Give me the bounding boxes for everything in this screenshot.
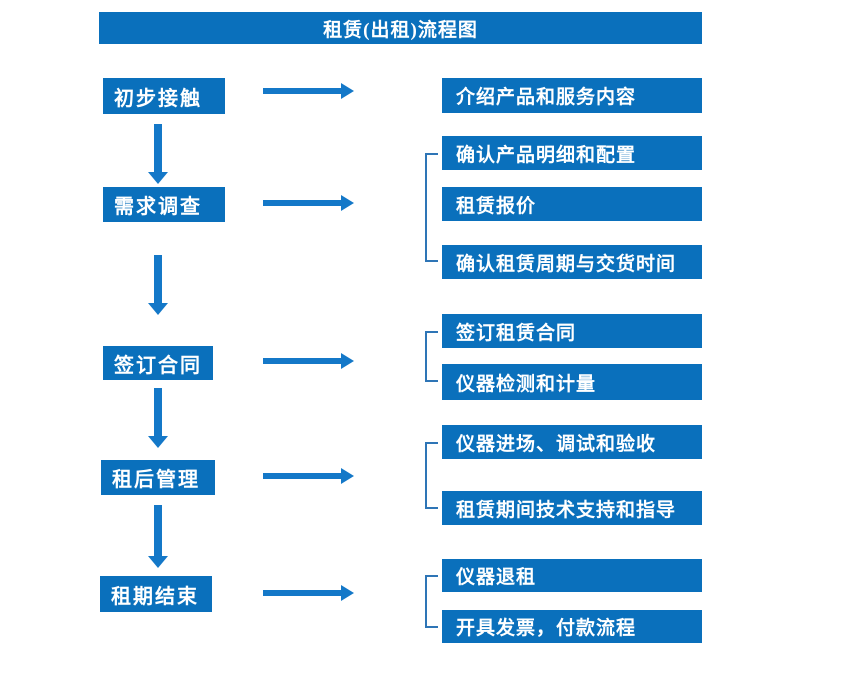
output-label: 签订租赁合同 (456, 322, 577, 344)
output-label: 开具发票，付款流程 (456, 618, 637, 639)
output-box-confirm-product-details: 确认产品明细和配置 (442, 136, 702, 170)
arrow-down-icon (148, 388, 168, 448)
output-label: 仪器退租 (456, 567, 537, 588)
output-box-introduce-products: 介绍产品和服务内容 (442, 78, 702, 113)
output-label: 仪器进场、调试和验收 (456, 433, 657, 455)
output-box-invoice-payment: 开具发票，付款流程 (442, 610, 702, 643)
arrow-right-icon (263, 353, 354, 369)
output-label: 确认租赁周期与交货时间 (456, 253, 677, 275)
stage-box-lease-end: 租期结束 (100, 576, 212, 612)
output-label: 租赁期间技术支持和指导 (456, 499, 677, 521)
bracket-connector (425, 575, 438, 628)
arrow-right-icon (263, 83, 354, 99)
output-label: 仪器检测和计量 (456, 373, 597, 395)
stage-label: 初步接触 (114, 87, 202, 110)
output-box-instrument-setup-acceptance: 仪器进场、调试和验收 (442, 425, 702, 459)
output-box-technical-support: 租赁期间技术支持和指导 (442, 491, 702, 525)
output-label: 介绍产品和服务内容 (456, 87, 637, 108)
output-label: 确认产品明细和配置 (456, 144, 637, 166)
stage-label: 租期结束 (111, 585, 199, 608)
flowchart-title: 租赁(出租)流程图 (99, 12, 702, 44)
stage-box-initial-contact: 初步接触 (103, 78, 225, 114)
bracket-connector (425, 331, 438, 382)
stage-box-sign-contract: 签订合同 (103, 346, 213, 380)
stage-box-demand-survey: 需求调查 (103, 187, 225, 222)
bracket-connector (425, 442, 438, 509)
bracket-connector (425, 153, 438, 262)
arrow-right-icon (263, 585, 354, 601)
stage-label: 签订合同 (114, 354, 202, 377)
arrow-down-icon (148, 255, 168, 315)
arrow-down-icon (148, 124, 168, 184)
arrow-right-icon (263, 468, 354, 484)
output-box-instrument-return: 仪器退租 (442, 559, 702, 592)
output-label: 租赁报价 (456, 195, 537, 217)
stage-label: 租后管理 (112, 469, 200, 491)
output-box-instrument-testing: 仪器检测和计量 (442, 364, 702, 400)
arrow-down-icon (148, 505, 168, 568)
arrow-right-icon (263, 195, 354, 211)
output-box-confirm-rental-period: 确认租赁周期与交货时间 (442, 245, 702, 279)
output-box-sign-rental-contract: 签订租赁合同 (442, 314, 702, 348)
output-box-rental-quotation: 租赁报价 (442, 187, 702, 221)
stage-label: 需求调查 (114, 196, 202, 218)
stage-box-post-rental-management: 租后管理 (101, 460, 215, 495)
